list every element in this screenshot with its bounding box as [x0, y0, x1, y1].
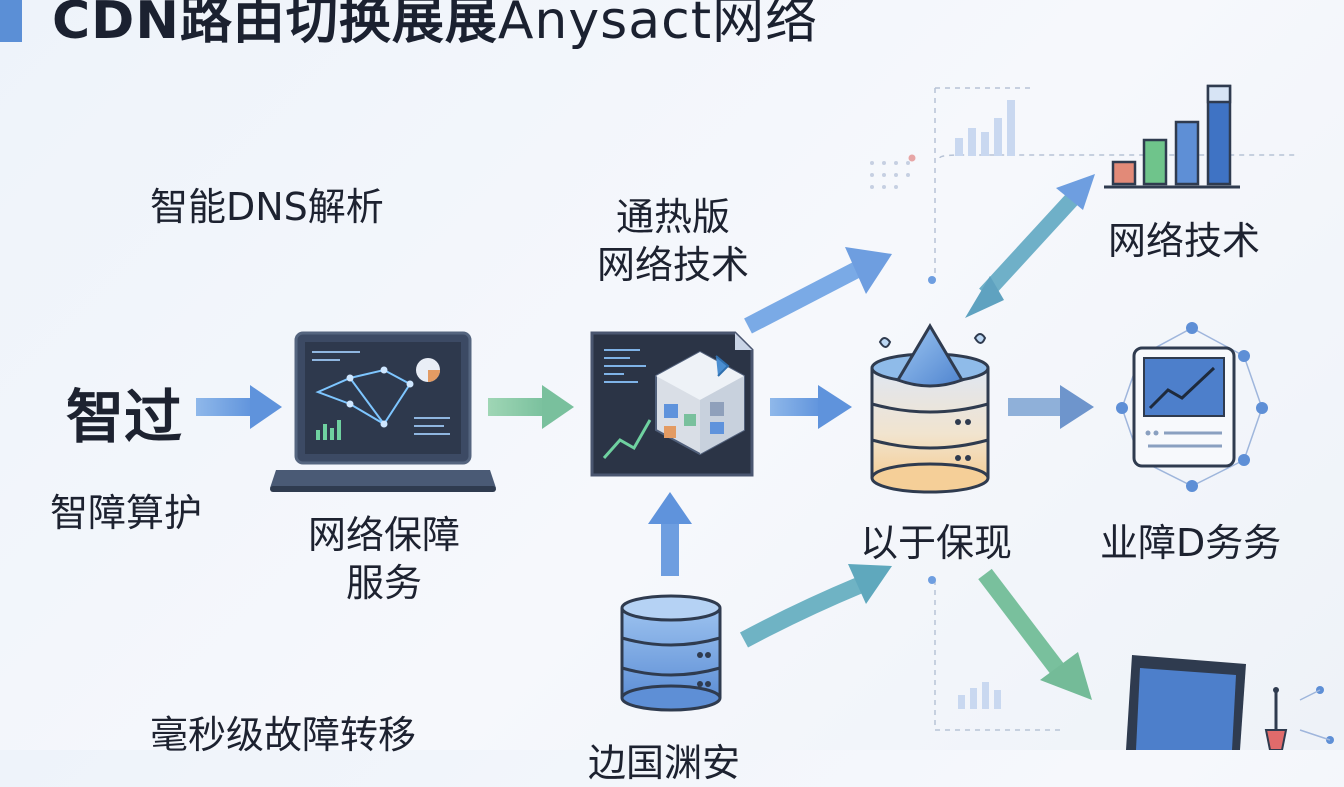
dot-grid-top: [870, 161, 910, 189]
server-tower-icon: [1264, 686, 1334, 750]
label-network-service-line1: 网络保障: [307, 513, 460, 557]
guide-line-mid: [939, 154, 1295, 159]
label-hot-line2: 网络技术: [596, 242, 749, 287]
label-guarantee: 以于保现: [860, 521, 1013, 565]
label-network-service-line2: 服务: [345, 560, 422, 605]
label-smart-protect: 智障算护: [50, 491, 203, 535]
label-network-tech: 网络技术: [1108, 219, 1261, 263]
label-network-service: 网络保障 服务: [298, 512, 470, 607]
flow-diagram: [196, 84, 1334, 750]
database-icon: [620, 594, 722, 712]
dot-accent: [908, 154, 916, 162]
label-smart-pass: 智过: [66, 383, 183, 451]
title-cjk: CDN路由切换展展: [52, 0, 498, 51]
laptop-icon: [1126, 655, 1246, 750]
arrow-laptop-to-code: [488, 385, 574, 429]
faint-bar-chart-icon: [955, 100, 1015, 156]
bar-chart-icon: [1104, 84, 1240, 189]
line-chart-card-icon: [1116, 322, 1268, 492]
arrow-db-to-guarantee-diagonal: [739, 564, 892, 648]
label-business: 业障D务务: [1100, 521, 1282, 565]
arrow-code-to-tech-diagonal: [744, 247, 892, 334]
label-ms-failover: 毫秒级故障转移: [150, 713, 417, 757]
dot-node: [928, 276, 936, 284]
arrow-cone-to-card: [1008, 385, 1094, 429]
label-smart-dns: 智能DNS解析: [150, 185, 384, 229]
title-latin: Anysact网络: [497, 0, 819, 51]
arrow-smart-to-laptop: [196, 385, 282, 429]
dot-node: [928, 576, 936, 584]
label-bottom-partial: 边国渊安: [588, 741, 741, 785]
label-hot-line1: 通热版: [615, 195, 730, 239]
title-accent-bar: [0, 0, 22, 42]
arrow-code-to-cone: [770, 385, 852, 429]
arrow-db-up-to-code: [648, 492, 692, 576]
code-cube-window-icon: [590, 331, 754, 477]
database-cone-icon: [870, 323, 990, 494]
page-title: CDN路由切换展展Anysact网络: [52, 0, 818, 53]
arrow-guarantee-to-laptop-diagonal: [978, 568, 1092, 700]
arrow-double-cone-to-tech: [965, 174, 1095, 318]
faint-bar-chart-bottom-icon: [958, 682, 1001, 709]
label-hot-tech: 通热版 网络技术: [578, 194, 768, 289]
laptop-dashboard-icon: [270, 331, 496, 492]
